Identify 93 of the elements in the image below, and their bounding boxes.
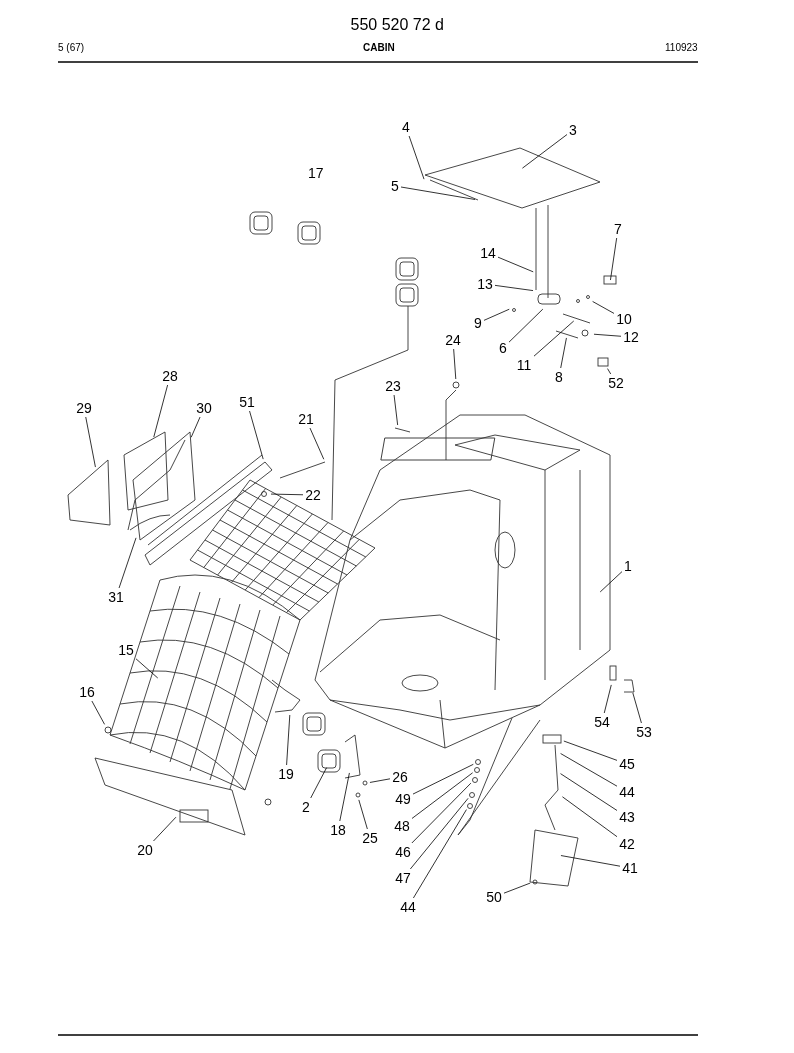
leader-line [411, 782, 472, 844]
leader-line [85, 416, 96, 468]
callout-number: 50 [485, 889, 503, 905]
callout-number: 51 [238, 394, 256, 410]
leader-line [369, 778, 391, 783]
callout-number: 54 [593, 714, 611, 730]
leader-line [339, 772, 350, 822]
callout-number: 6 [498, 340, 508, 356]
callout-number: 43 [618, 809, 636, 825]
leader-line [560, 855, 621, 867]
leader-line [610, 237, 618, 281]
callout-number: 22 [304, 487, 322, 503]
callout-number: 19 [277, 766, 295, 782]
leader-line [632, 692, 642, 724]
leader-line [309, 427, 325, 460]
leader-line [560, 337, 567, 369]
callout-number: 3 [568, 122, 578, 138]
section-title: CABIN [363, 42, 395, 53]
callout-number: 28 [161, 368, 179, 384]
leader-line [412, 763, 474, 795]
callout-number: 11 [515, 357, 533, 373]
callout-number: 1 [623, 558, 633, 574]
leader-line [560, 753, 618, 787]
callout-number: 25 [361, 830, 379, 846]
callout-number: 14 [479, 245, 497, 261]
callout-number: 41 [621, 860, 639, 876]
leader-line [560, 773, 618, 811]
leader-line [533, 320, 575, 357]
leader-line [503, 882, 531, 894]
leader-line [409, 797, 469, 870]
callout-number: 31 [107, 589, 125, 605]
leader-line [413, 809, 467, 899]
document-number: 550 520 72 d [350, 16, 444, 34]
leader-line [249, 410, 264, 460]
callout-number: 13 [476, 276, 494, 292]
callout-number: 20 [136, 842, 154, 858]
callout-number: 5 [390, 178, 400, 194]
leader-line [607, 368, 612, 375]
callout-number: 10 [615, 311, 633, 327]
callout-number: 7 [613, 221, 623, 237]
callout-number: 8 [554, 369, 564, 385]
leader-line [522, 134, 568, 169]
callout-number: 52 [607, 375, 625, 391]
leader-line [310, 767, 327, 799]
leader-line [603, 684, 612, 714]
callout-number: 2 [301, 799, 311, 815]
callout-number: 45 [618, 756, 636, 772]
leader-line [91, 700, 105, 725]
callout-number: 49 [394, 791, 412, 807]
callout-number: 17 [308, 165, 324, 181]
leader-line [135, 658, 159, 679]
callout-number: 12 [622, 329, 640, 345]
leader-line [508, 308, 544, 343]
leader-line [118, 537, 137, 589]
leader-line [153, 816, 177, 842]
callout-number: 42 [618, 836, 636, 852]
leader-line [563, 740, 618, 761]
leader-line [411, 772, 473, 819]
callout-number: 24 [444, 332, 462, 348]
callout-number: 9 [473, 315, 483, 331]
callout-number: 46 [394, 844, 412, 860]
leader-line [497, 256, 534, 273]
leader-line [453, 348, 457, 380]
leader-line [408, 135, 425, 180]
callout-number: 47 [394, 870, 412, 886]
leader-line [190, 416, 201, 438]
leader-line [562, 796, 618, 838]
leader-line [599, 571, 623, 593]
leader-line [494, 284, 534, 291]
callout-number: 26 [391, 769, 409, 785]
callout-number: 18 [329, 822, 347, 838]
callout-number: 29 [75, 400, 93, 416]
callout-number: 16 [78, 684, 96, 700]
callout-number: 44 [399, 899, 417, 915]
leader-line [483, 308, 510, 321]
callout-number: 21 [297, 411, 315, 427]
callout-number: 44 [618, 784, 636, 800]
callout-number: 23 [384, 378, 402, 394]
leader-line [358, 799, 368, 830]
callout-number: 4 [401, 119, 411, 135]
leader-line [286, 714, 291, 766]
leader-line [592, 301, 615, 314]
leader-line [270, 493, 304, 496]
leader-line [400, 186, 476, 200]
leader-line [153, 384, 168, 438]
callout-number: 48 [393, 818, 411, 834]
callout-number: 15 [117, 642, 135, 658]
callout-number: 53 [635, 724, 653, 740]
callout-number: 30 [195, 400, 213, 416]
date-code: 110923 [665, 42, 698, 53]
leader-line [593, 333, 622, 337]
page-number: 5 (67) [58, 42, 85, 53]
leader-line [393, 394, 399, 426]
